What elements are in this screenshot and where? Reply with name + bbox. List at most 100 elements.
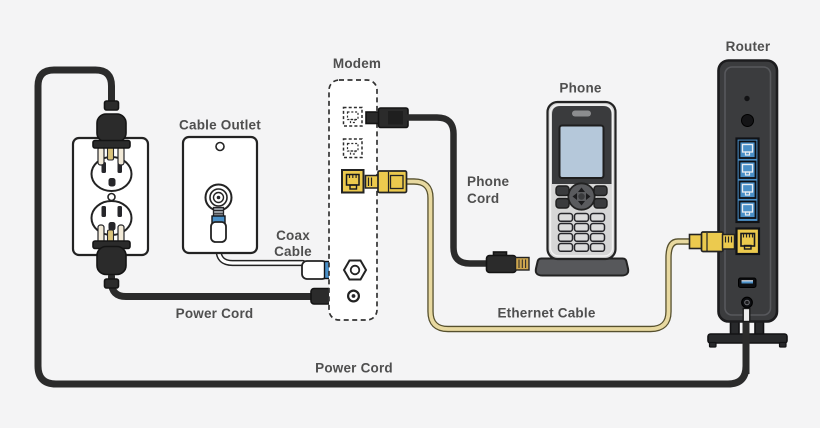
keypad-key [589, 212, 606, 223]
phone [534, 100, 630, 277]
plug-detail [389, 174, 404, 190]
router-lan-port-1 [738, 140, 757, 159]
cable-outlet-label: Cable Outlet [179, 118, 261, 133]
keypad-key [573, 222, 590, 233]
router-wps-button [741, 114, 754, 127]
modem-phone-port-1 [342, 106, 363, 127]
plug-boot [103, 100, 120, 111]
nav-up-arrow [578, 187, 585, 192]
router-label: Router [726, 39, 771, 54]
plug-body [700, 231, 724, 253]
modem-coax-port [342, 259, 368, 281]
plug-boot [688, 233, 704, 250]
power-cord-router-label: Power Cord [315, 361, 393, 376]
outlet-screw [107, 192, 116, 202]
plug-pins [518, 259, 527, 268]
router-lan-port-2 [738, 160, 757, 179]
phone-keypad [557, 212, 606, 253]
phone-screen [558, 124, 605, 179]
plug-detail [388, 111, 403, 125]
phone-base [534, 257, 630, 277]
keypad-key [557, 222, 574, 233]
coax-connector-body [210, 221, 227, 243]
keypad-key [589, 222, 606, 233]
nav-left-arrow [572, 193, 577, 200]
socket-ground-hole [108, 178, 116, 187]
keypad-key [573, 212, 590, 223]
modem-outline [328, 79, 378, 321]
plug-tip [364, 174, 380, 189]
router-power-plug-tip [742, 307, 751, 323]
plug-body [96, 245, 127, 276]
phone-speaker [572, 110, 591, 117]
modem-phone-port-2 [342, 138, 363, 159]
nav-center-button [578, 193, 585, 200]
coax-ferrule-ribs [214, 210, 223, 215]
keypad-key [573, 242, 590, 253]
power-cord-modem-label: Power Cord [176, 306, 254, 321]
plug-tip [365, 111, 380, 125]
phone-soft-key [555, 185, 570, 197]
phone-cord-label-line1: Phone [467, 174, 510, 189]
stand-foot [708, 341, 717, 348]
nav-right-arrow [586, 193, 591, 200]
ethernet-plug-modem [364, 170, 408, 194]
modem-ethernet-port [341, 169, 365, 194]
router-reset-pinhole [744, 95, 750, 102]
cable-outlet [181, 135, 259, 255]
phone-soft-key [555, 197, 570, 209]
cable-outlet-screw [215, 141, 225, 152]
phone-label: Phone [559, 81, 602, 96]
power-plug-top [92, 100, 131, 166]
router-usb-port [738, 277, 757, 288]
ethernet-cable [404, 179, 693, 331]
plug-boot [103, 278, 120, 289]
keypad-key [557, 232, 574, 243]
phone-soft-key [593, 185, 608, 197]
plug-pins [724, 236, 733, 243]
router-lan-port-4 [738, 200, 757, 219]
plug-body [96, 113, 127, 143]
modem-power-port [347, 289, 361, 303]
keypad-key [557, 242, 574, 253]
plug-base [92, 139, 131, 149]
plug-body [377, 170, 408, 194]
router-lan-port-3 [738, 180, 757, 199]
plug-prong [97, 146, 105, 166]
router-power-port [741, 296, 753, 309]
coax-connector-wall [210, 206, 227, 243]
ethernet-plug-router [688, 231, 736, 253]
phone-nav-pad [567, 182, 596, 211]
keypad-key [557, 212, 574, 223]
phone-cord-label-line2: Cord [467, 191, 499, 206]
modem-label: Modem [333, 56, 381, 71]
power-plug-bottom [92, 224, 131, 289]
coax-cable-label-line1: Coax [276, 228, 310, 243]
coax-cable-label-line2: Cable [274, 244, 312, 259]
phone-cord-plug-phone [485, 251, 530, 274]
plug-body [485, 254, 517, 274]
handset-highlight [549, 104, 614, 257]
plug-pins [367, 177, 373, 186]
keypad-key [589, 242, 606, 253]
wall-outlet [71, 100, 150, 289]
router-power-cord [34, 66, 750, 388]
ethernet-cable-label: Ethernet Cable [497, 306, 595, 321]
modem [328, 79, 378, 321]
plug-prong [117, 146, 125, 166]
router-wan-port [735, 227, 761, 256]
plug-ground-prong [106, 146, 115, 161]
nav-down-arrow [578, 201, 585, 206]
keypad-key [589, 232, 606, 243]
socket-slot [117, 206, 122, 217]
coax-connector-body [301, 260, 328, 280]
router [707, 59, 788, 374]
phone-soft-key [593, 197, 608, 209]
socket-slot [101, 206, 106, 217]
stand-foot [778, 341, 787, 348]
keypad-key [573, 232, 590, 243]
phone-cord [403, 114, 493, 267]
coax-wall-port [204, 183, 233, 212]
